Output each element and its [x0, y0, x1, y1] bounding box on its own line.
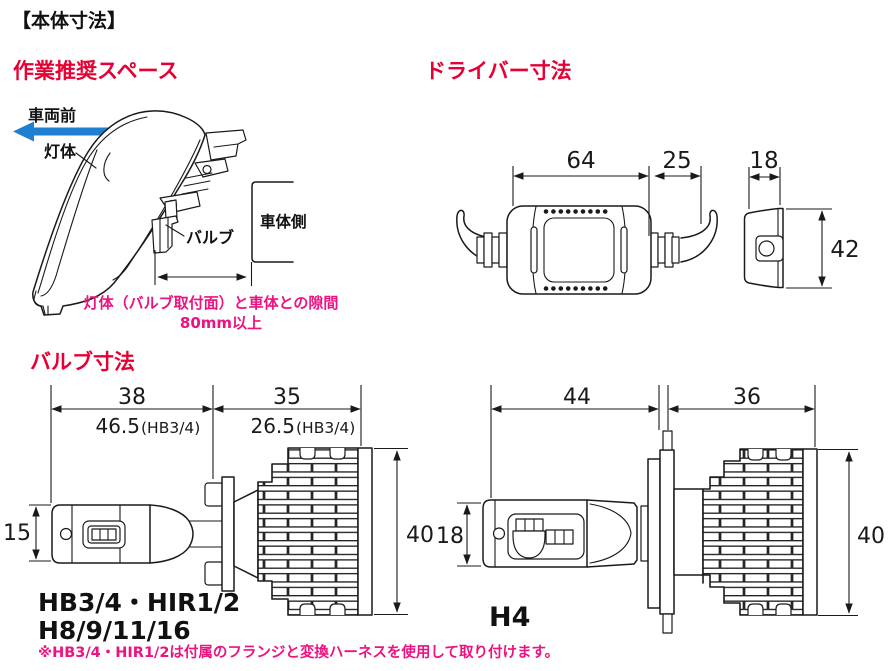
- bulb-left-front-alt-value: 46.5: [95, 414, 140, 438]
- body-side-bracket: [250, 181, 294, 286]
- body-side-label: 車体側: [260, 212, 307, 231]
- workspace-diagram: 車両前 灯体 バルブ: [13, 106, 338, 332]
- vehicle-front-label: 車両前: [28, 106, 76, 125]
- bulb-left-diagram: 38 35 46.5 (HB3/4) 26.5 (HB3/4) 15 40 HB…: [3, 385, 434, 645]
- bulb-left-rear-value: 35: [273, 385, 301, 410]
- bulb-right-type-label: H4: [489, 602, 530, 633]
- bulb-left-rear-alt-value: 26.5: [250, 414, 295, 438]
- bulb-left-heatsink-height-value: 40: [406, 523, 434, 548]
- bulb-right-heatsink-height-value: 40: [857, 524, 885, 549]
- gap-note-line1: 灯体（バルブ取付面）と車体との隙間: [84, 294, 339, 312]
- bulb-left-front-value: 38: [118, 385, 146, 410]
- workspace-section-title: 作業推奨スペース: [13, 59, 178, 83]
- bulb-label: バルブ: [186, 228, 234, 247]
- driver-connector-value: 25: [662, 148, 691, 174]
- install-footnote: ※HB3/4・HIR1/2は付属のフランジと変換ハーネスを使用して取り付けます。: [38, 643, 559, 661]
- driver-top-view: 64 25: [456, 148, 718, 295]
- driver-left-connector: [476, 232, 508, 268]
- driver-height-value: 42: [830, 237, 859, 263]
- driver-side-view: 18 42: [743, 148, 860, 289]
- bulb-left-head-height-value: 15: [3, 521, 31, 546]
- driver-length-value: 64: [566, 148, 595, 174]
- bulb-right-front-value: 44: [563, 385, 591, 410]
- bulb-left-type-line1: HB3/4・HIR1/2: [38, 588, 240, 617]
- page-title: 【本体寸法】: [12, 9, 126, 32]
- bulb-section-title: バルブ寸法: [30, 350, 135, 374]
- bulb-right-rear-value: 36: [733, 385, 761, 410]
- driver-section-title: ドライバー寸法: [425, 59, 572, 83]
- driver-right-connector: [649, 232, 680, 268]
- bulb-leader-line: [165, 224, 185, 237]
- gap-note-line2: 80mm以上: [180, 314, 262, 332]
- driver-depth-value: 18: [749, 148, 778, 174]
- bulb-right-diagram: 44 36 18 40 H4: [436, 385, 885, 634]
- bulb-right-head-height-value: 18: [436, 524, 464, 549]
- bulb-left-type-line2: H8/9/11/16: [38, 616, 191, 645]
- lamp-body-leader-line: [75, 152, 97, 169]
- bulb-left-front-alt-suffix: (HB3/4): [141, 419, 200, 437]
- bulb-left-rear-alt-suffix: (HB3/4): [296, 419, 355, 437]
- lamp-body-label: 灯体: [44, 142, 77, 161]
- headlight-housing-drawing: [32, 110, 247, 316]
- vehicle-front-arrow-icon: [13, 121, 112, 142]
